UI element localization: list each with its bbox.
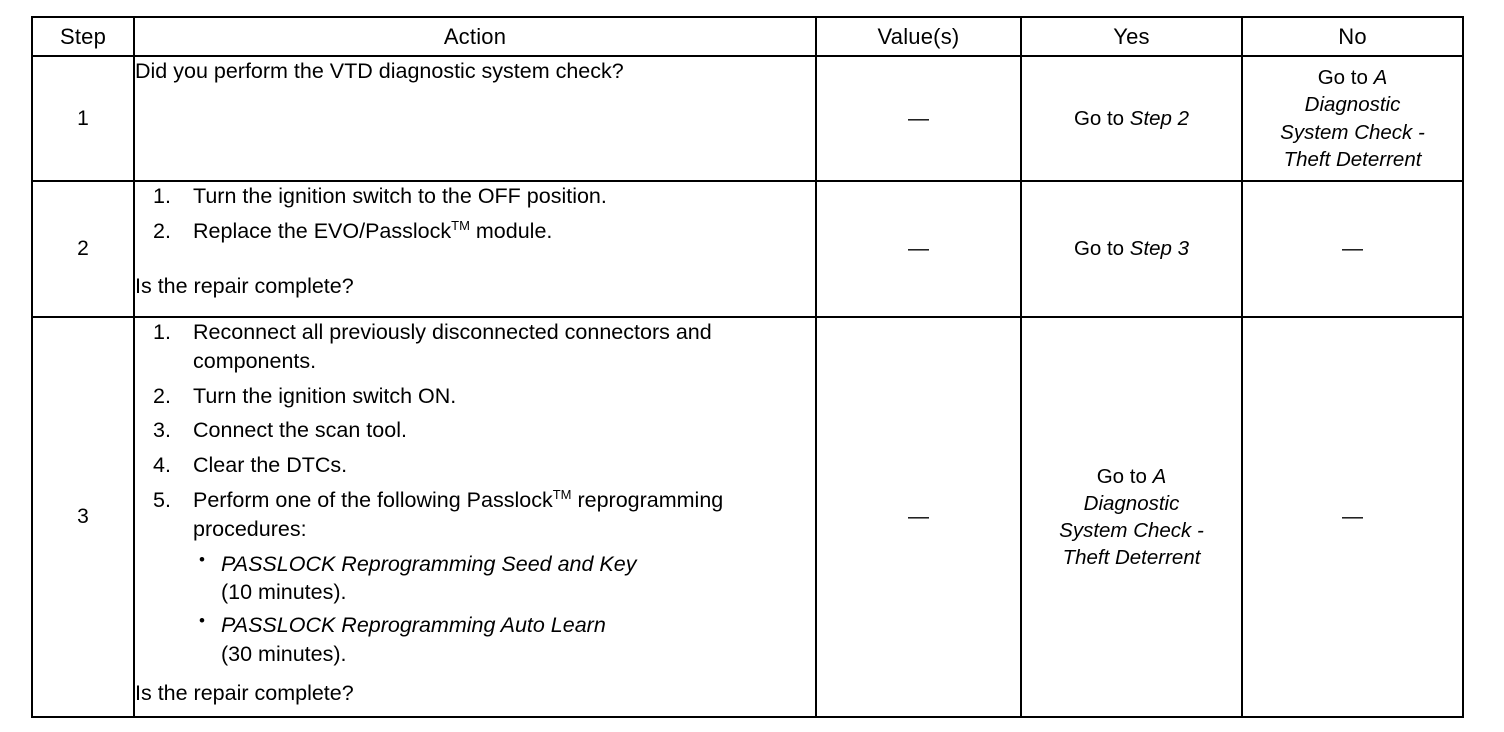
goto-line: System Check - — [1280, 120, 1425, 144]
em-dash: — — [908, 505, 929, 528]
list-item: 2. Turn the ignition switch ON. — [135, 382, 815, 411]
procedure-duration: (10 minutes). — [221, 580, 347, 605]
action-content: 1. Turn the ignition switch to the OFF po… — [133, 180, 817, 318]
list-item: 5. Perform one of the following PasslockT… — [135, 486, 815, 669]
em-dash: — — [908, 237, 929, 260]
goto-line: Go to A — [1022, 463, 1241, 490]
goto-prefix: Go to — [1073, 237, 1130, 261]
list-number: 5. — [153, 487, 171, 512]
goto-target: A — [1152, 464, 1167, 488]
goto-line: Diagnostic — [1083, 491, 1180, 515]
step-number: 2 — [31, 180, 135, 318]
list-number: 4. — [153, 453, 171, 478]
action-step-list: 1. Turn the ignition switch to the OFF po… — [135, 182, 815, 246]
diagnostic-procedure-table: Step Action Value(s) Yes No 1 Did you pe… — [31, 16, 1464, 718]
yes-content: Go to A Diagnostic System Check - Theft … — [1020, 316, 1243, 718]
table-header: Step Action Value(s) Yes No — [31, 16, 1464, 57]
list-number: 1. — [153, 320, 171, 344]
value-content: — — [815, 55, 1022, 182]
list-text: Turn the ignition switch ON. — [193, 383, 457, 408]
list-item: 1. Reconnect all previously disconnected … — [135, 318, 815, 376]
no-content: — — [1241, 180, 1464, 318]
trademark-symbol: TM — [552, 486, 572, 502]
goto-target: Step 3 — [1129, 237, 1190, 261]
header-row: Step Action Value(s) Yes No — [31, 16, 1464, 57]
list-number: 2. — [153, 218, 171, 243]
list-item: 4. Clear the DTCs. — [135, 451, 815, 480]
procedure-duration: (30 minutes). — [221, 641, 347, 666]
goto-line: Go to A — [1243, 64, 1462, 91]
list-text: Connect the scan tool. — [193, 418, 407, 443]
goto-prefix: Go to — [1317, 66, 1374, 90]
goto-line: Diagnostic — [1304, 93, 1401, 117]
action-question: Is the repair complete? — [135, 273, 354, 298]
step-number: 3 — [31, 316, 135, 718]
yes-content: Go to Step 3 — [1020, 180, 1243, 318]
column-header-step: Step — [31, 16, 135, 57]
column-header-values: Value(s) — [815, 16, 1022, 57]
list-text: Turn the ignition switch to the OFF posi… — [193, 184, 607, 208]
procedure-name: PASSLOCK Reprogramming Auto Learn — [221, 613, 606, 638]
list-number: 3. — [153, 418, 171, 443]
trademark-symbol: TM — [451, 217, 470, 233]
list-text-tail: module. — [469, 218, 553, 243]
goto-line: Theft Deterrent — [1283, 147, 1422, 171]
em-dash: — — [908, 106, 929, 130]
action-question: Did you perform the VTD diagnostic syste… — [135, 59, 624, 83]
list-text: Perform one of the following Passlock — [193, 487, 553, 512]
goto-prefix: Go to — [1096, 464, 1153, 488]
procedure-name: PASSLOCK Reprogramming Seed and Key — [221, 551, 637, 576]
list-number: 1. — [153, 184, 171, 208]
step-number: 1 — [31, 55, 135, 182]
column-header-yes: Yes — [1020, 16, 1243, 57]
action-question: Is the repair complete? — [135, 680, 354, 705]
list-item: • PASSLOCK Reprogramming Auto Learn (30 … — [193, 611, 815, 669]
list-text-tail: reprogramming procedures: — [193, 487, 724, 541]
table-row: 2 1. Turn the ignition switch to the OFF … — [31, 180, 1464, 318]
table-row: 3 1. Reconnect all previously disconnecte… — [31, 316, 1464, 718]
value-content: — — [815, 316, 1022, 718]
list-text: Clear the DTCs. — [193, 453, 348, 478]
list-item: 1. Turn the ignition switch to the OFF po… — [135, 182, 815, 211]
no-content: — — [1241, 316, 1464, 718]
list-item: • PASSLOCK Reprogramming Seed and Key (1… — [193, 550, 815, 608]
no-content: Go to A Diagnostic System Check - Theft … — [1241, 55, 1464, 182]
action-sub-list: • PASSLOCK Reprogramming Seed and Key (1… — [193, 550, 815, 669]
list-number: 2. — [153, 383, 171, 408]
list-text: Reconnect all previously disconnected co… — [193, 320, 712, 373]
action-content: 1. Reconnect all previously disconnected … — [133, 316, 817, 718]
action-content: Did you perform the VTD diagnostic syste… — [133, 55, 817, 182]
column-header-action: Action — [133, 16, 817, 57]
list-item: 2. Replace the EVO/PasslockTM module. — [135, 217, 815, 246]
column-header-no: No — [1241, 16, 1464, 57]
goto-target: A — [1373, 66, 1388, 90]
list-item: 3. Connect the scan tool. — [135, 416, 815, 445]
table-body: 1 Did you perform the VTD diagnostic sys… — [31, 55, 1464, 718]
goto-line: System Check - — [1059, 519, 1204, 542]
table-row: 1 Did you perform the VTD diagnostic sys… — [31, 55, 1464, 182]
yes-content: Go to Step 2 — [1020, 55, 1243, 182]
goto-target: Step 2 — [1129, 106, 1190, 130]
action-step-list: 1. Reconnect all previously disconnected … — [135, 318, 815, 669]
goto-prefix: Go to — [1073, 106, 1130, 130]
value-content: — — [815, 180, 1022, 318]
bullet-icon: • — [199, 611, 205, 631]
list-text: Replace the EVO/Passlock — [193, 218, 452, 243]
em-dash: — — [1342, 237, 1363, 261]
em-dash: — — [1342, 505, 1363, 529]
goto-line: Theft Deterrent — [1062, 546, 1201, 570]
bullet-icon: • — [199, 549, 205, 569]
